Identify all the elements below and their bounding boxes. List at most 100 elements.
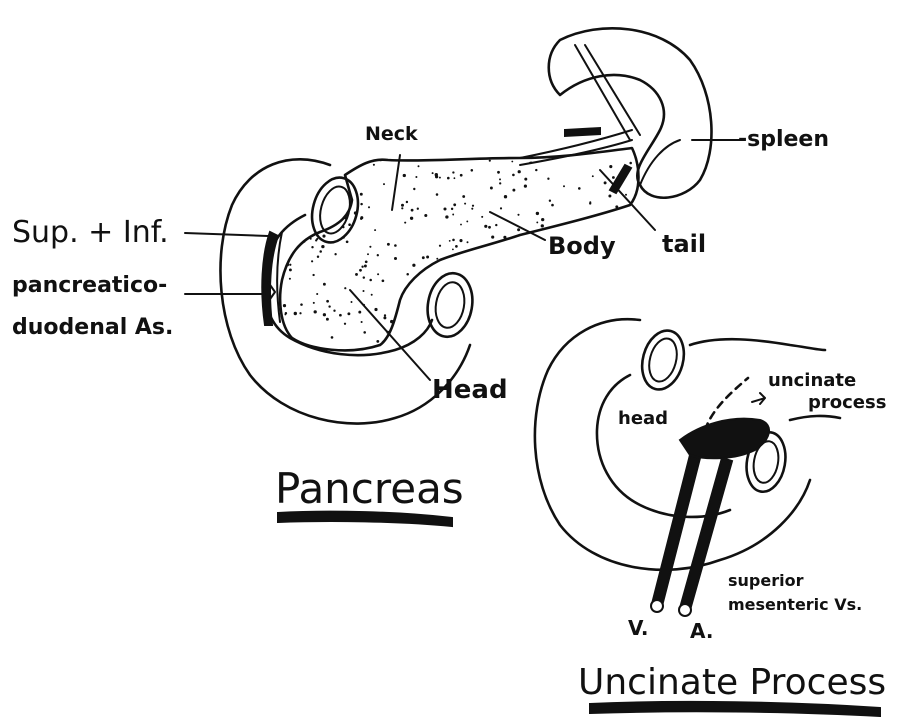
stipple-dot [625, 194, 627, 196]
stipple-dot [436, 258, 438, 260]
stipple-dot [283, 304, 286, 307]
stipple-dot [326, 318, 329, 321]
stipple-dot [439, 245, 441, 247]
stipple-dot [360, 193, 363, 196]
stipple-dot [612, 176, 615, 179]
label-uncinate-head: head [618, 408, 668, 429]
stipple-dot [449, 240, 451, 242]
stipple-dot [363, 276, 365, 278]
title-pancreas: Pancreas [275, 464, 464, 513]
stipple-dot [317, 256, 319, 258]
stipple-dot [454, 177, 456, 179]
stipple-dot [300, 303, 303, 306]
uncinate-diagram: uncinate process head superior mesenteri… [535, 319, 887, 716]
stipple-dot [535, 169, 537, 171]
stipple-dot [436, 193, 439, 196]
uncinate-arrow [752, 393, 765, 404]
stipple-dot [371, 294, 373, 296]
stipple-dot [424, 214, 427, 217]
stipple-dot [294, 312, 297, 315]
stipple-dot [369, 246, 371, 248]
stipple-dot [383, 183, 385, 185]
stipple-dot [435, 175, 438, 178]
label-neck: Neck [365, 123, 418, 145]
stipple-dot [347, 312, 350, 315]
stipple-dot [471, 169, 474, 172]
stipple-dot [472, 205, 474, 207]
stipple-dot [315, 239, 317, 241]
stipple-dot [373, 164, 375, 166]
label-v: V. [628, 616, 649, 640]
stipple-dot [354, 211, 357, 214]
mesenteric-vessel-ring [423, 270, 477, 341]
stipple-dot [289, 278, 291, 280]
stipple-dot [289, 264, 291, 266]
stipple-dot [615, 205, 618, 208]
stipple-dot [488, 226, 491, 229]
stipple-dot [384, 314, 386, 316]
portal-vessel-ring [305, 172, 365, 247]
tail-vessel-dark [610, 165, 631, 193]
stipple-dot [316, 293, 318, 295]
stipple-dot [541, 224, 544, 227]
uncinate-pancreas-contour [690, 339, 825, 350]
stipple-dot [342, 236, 344, 238]
stipple-dot [360, 203, 362, 205]
stipple-dot [455, 245, 458, 248]
stipple-dot [500, 207, 502, 209]
stipple-dot [432, 172, 434, 174]
stipple-dot [314, 310, 317, 313]
stipple-dot [406, 201, 408, 203]
label-process: process [808, 392, 886, 413]
label-sup-inf: Sup. + Inf. [12, 215, 169, 250]
title-uncinate-underline [590, 702, 880, 716]
spleen-inner-fold [575, 45, 630, 140]
stipple-dot [495, 224, 497, 226]
stipple-dot [299, 312, 301, 314]
stipple-dot [368, 206, 370, 208]
stipple-dot [547, 178, 549, 180]
stipple-dot [608, 195, 611, 198]
stipple-dot [578, 187, 581, 190]
stipple-dot [374, 346, 376, 348]
stipple-dot [344, 287, 346, 289]
stipple-dot [394, 244, 397, 247]
mesenteric-vessel-ring-inner [432, 280, 468, 330]
stipple-dot [359, 269, 362, 272]
stipple-dot [383, 316, 386, 319]
label-a: A. [690, 619, 713, 643]
stipple-dot [380, 159, 383, 162]
stipple-dot [604, 181, 607, 184]
stipple-dot [358, 311, 361, 314]
stipple-dot [536, 212, 539, 215]
stipple-dot [629, 162, 632, 165]
stipple-dot [403, 174, 406, 177]
label-tail: tail [662, 230, 706, 258]
stipple-dot [333, 310, 335, 312]
stipple-dot [497, 171, 500, 174]
stipple-dot [311, 246, 313, 248]
stipple-dot [563, 185, 565, 187]
stipple-dot [443, 207, 446, 210]
stipple-dot [511, 161, 513, 163]
stipple-dot [313, 302, 315, 304]
uncinate-pancreas-contour-lower [790, 416, 840, 420]
stipple-dot [609, 165, 612, 168]
head-leader [350, 290, 430, 380]
stipple-dot [382, 279, 385, 282]
label-uncinate: uncinate [768, 370, 856, 391]
stipple-dot [410, 217, 413, 220]
stipple-dot [344, 323, 346, 325]
stipple-dot [394, 257, 397, 260]
stipple-dot [377, 273, 379, 275]
stipple-dot [415, 176, 417, 178]
sup-inf-leader [185, 233, 268, 236]
pancreaticoduodenal-artery-left [262, 232, 278, 325]
stipple-dot [376, 340, 379, 343]
stipple-dot [462, 195, 465, 198]
stipple-dot [464, 203, 466, 205]
stipple-dot [592, 175, 594, 177]
stipple-dot [426, 256, 429, 259]
stipple-dot [322, 235, 325, 238]
